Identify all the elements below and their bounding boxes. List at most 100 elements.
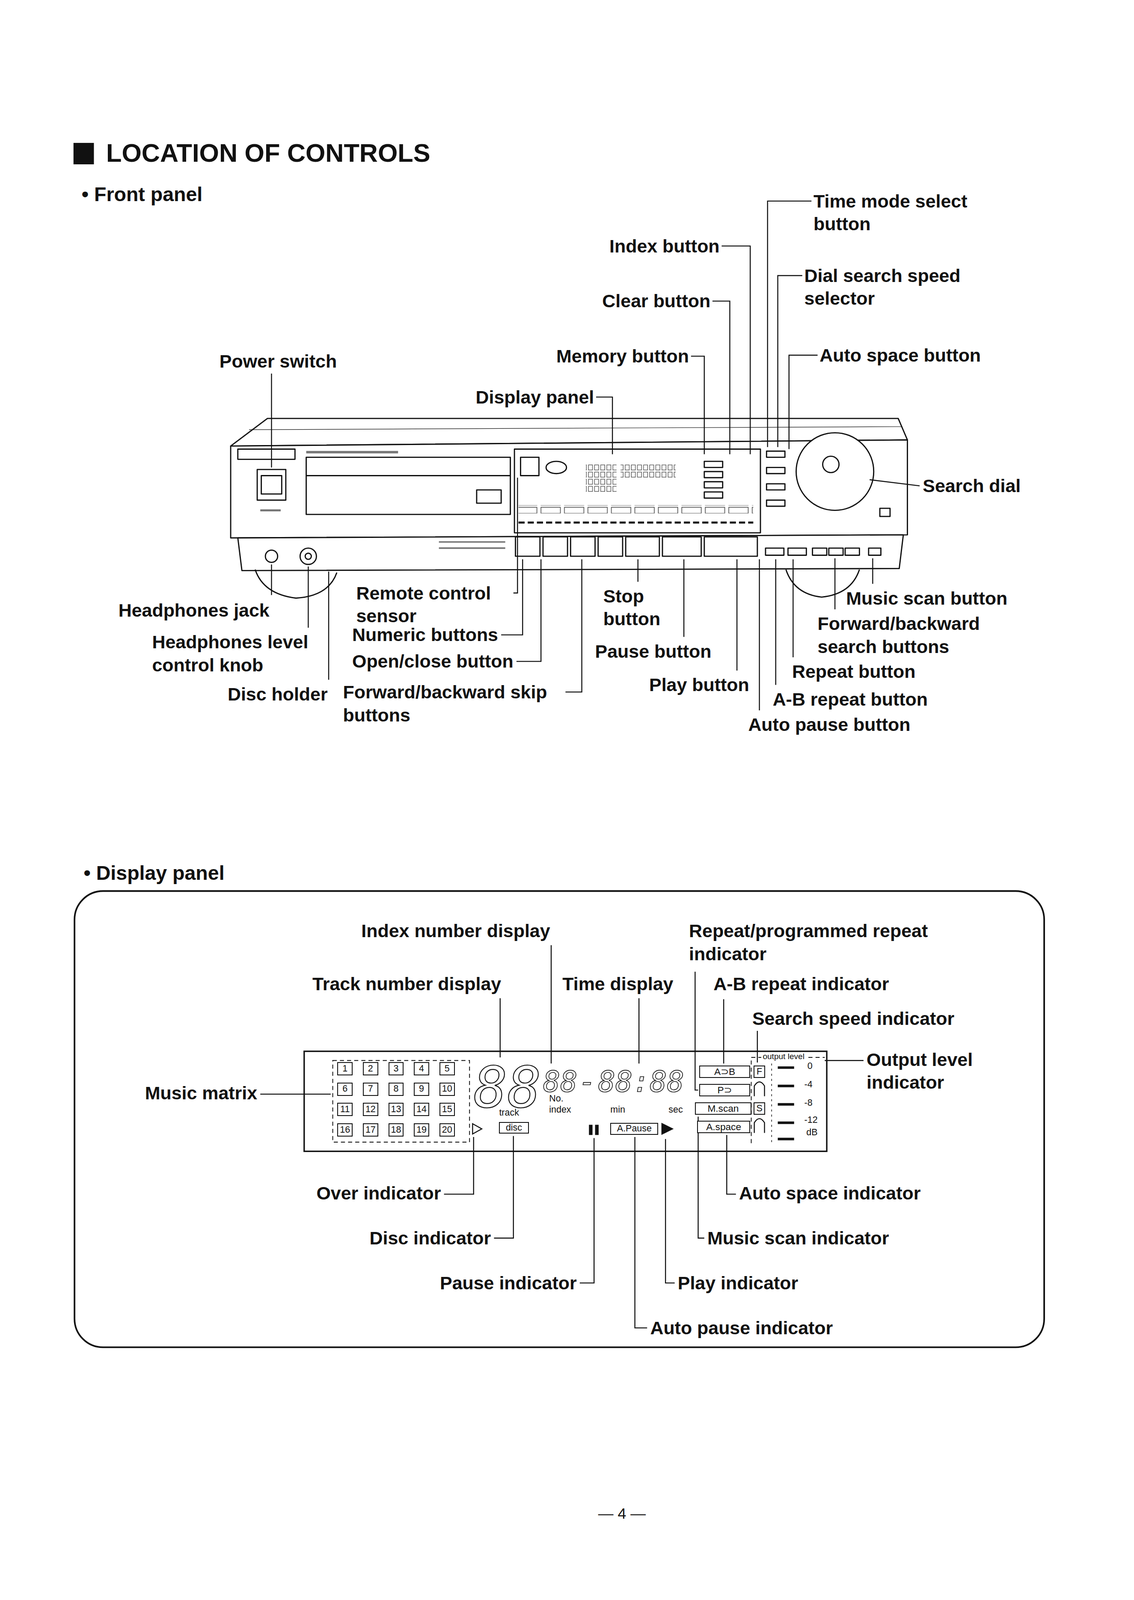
display-panel-drawing — [777, 1137, 795, 1141]
cd-player-drawing — [585, 463, 617, 493]
display-panel-drawing — [771, 1063, 772, 1143]
leader-lines — [513, 477, 518, 594]
leader-lines — [638, 998, 640, 1064]
indicator-text: 7 — [368, 1084, 374, 1094]
callout-label: A-B repeat button — [772, 688, 928, 712]
leader-lines — [499, 998, 501, 1058]
indicator-text: P⊃ — [717, 1085, 732, 1096]
segment-digits: 88:88 — [598, 1067, 685, 1097]
cd-player-drawing — [257, 469, 286, 501]
cd-player-drawing — [704, 492, 723, 499]
callout-label: Pause button — [595, 640, 712, 664]
leader-lines — [328, 571, 330, 680]
cd-player-drawing — [766, 467, 785, 474]
indicator-text: 19 — [416, 1125, 427, 1135]
leader-lines — [550, 945, 552, 1064]
cd-player-drawing — [306, 451, 399, 454]
cd-player-drawing — [845, 548, 860, 556]
cd-player-drawing — [704, 481, 723, 488]
matrix-cell: 7 — [362, 1082, 379, 1096]
callout-label: Music scan button — [846, 587, 1008, 611]
callout-label: Track number display — [312, 972, 502, 996]
callout-label: Headphones level control knob — [151, 630, 324, 677]
leader-lines — [789, 355, 818, 449]
lcd-legend: No. — [549, 1094, 564, 1104]
speed-indicator: F — [753, 1065, 765, 1078]
callout-label: Forward/backward skip buttons — [342, 680, 563, 727]
callout-label: Repeat button — [792, 660, 916, 684]
leader-lines — [260, 201, 920, 1328]
display-panel-drawing — [595, 1124, 599, 1135]
callout-label: Output level indicator — [866, 1048, 995, 1095]
callout-label: Search speed indicator — [752, 1007, 955, 1031]
cd-player-drawing — [439, 547, 506, 550]
display-panel-drawing — [588, 1124, 593, 1135]
leader-lines — [775, 559, 777, 685]
indicator-text: 18 — [391, 1125, 402, 1135]
auto-pause-indicator: A.Pause — [610, 1122, 659, 1135]
cd-player-drawing — [766, 451, 785, 458]
callout-label: Stop button — [603, 584, 667, 631]
indicator-text: F — [756, 1067, 763, 1077]
lcd-legend: sec — [668, 1105, 683, 1115]
matrix-cell: 17 — [362, 1123, 379, 1137]
callout-label: Auto space indicator — [739, 1181, 921, 1206]
segment-digits: - — [578, 1067, 596, 1097]
display-panel-drawing — [74, 890, 1045, 1348]
callout-label: Numeric buttons — [352, 623, 499, 647]
callout-label: Headphones jack — [118, 599, 270, 623]
display-panel-drawing — [777, 1121, 795, 1125]
callout-label: Over indicator — [316, 1181, 441, 1206]
callout-label: Search dial — [922, 474, 1021, 498]
cd-player-drawing — [570, 537, 595, 557]
lcd-legend: -8 — [804, 1098, 813, 1108]
cd-player-drawing — [704, 471, 723, 478]
matrix-cell: 8 — [388, 1082, 404, 1096]
matrix-cell: 18 — [388, 1123, 404, 1137]
callout-label: Music matrix — [145, 1081, 258, 1105]
page-number: — 4 — — [598, 1504, 646, 1523]
cd-player-drawing — [305, 553, 312, 560]
section-heading: • Front panel — [81, 181, 203, 207]
leader-lines — [635, 1136, 648, 1328]
lcd-legend: min — [610, 1105, 626, 1115]
callout-label: Memory button — [556, 344, 689, 369]
leader-lines — [869, 479, 920, 486]
callout-label: Time mode select button — [813, 189, 983, 236]
cd-player-drawing — [439, 541, 506, 544]
lcd-legend: dB — [806, 1128, 818, 1137]
cd-player-drawing — [879, 508, 891, 517]
leader-lines — [307, 566, 309, 628]
leader-lines — [691, 356, 705, 455]
cd-player-drawing — [766, 483, 785, 490]
cd-player-drawing — [237, 448, 296, 460]
cd-player-drawing — [625, 537, 660, 557]
leader-lines — [824, 1059, 864, 1061]
cd-player-drawing — [822, 456, 840, 473]
segment-digits: 88 — [543, 1067, 578, 1097]
leader-lines — [683, 559, 685, 637]
leader-lines — [758, 559, 760, 711]
cd-player-drawing — [518, 505, 754, 514]
display-panel-drawing — [777, 1066, 795, 1069]
matrix-cell: 13 — [388, 1102, 404, 1117]
leader-lines — [565, 559, 582, 692]
display-panel-drawing — [472, 1123, 482, 1134]
indicator-text: 9 — [418, 1084, 425, 1094]
display-panel-drawing — [777, 1084, 795, 1088]
matrix-cell: 9 — [413, 1082, 430, 1096]
cd-player-drawing — [812, 548, 827, 556]
leader-lines — [726, 1134, 736, 1194]
leader-lines — [637, 559, 639, 582]
callout-label: Forward/backward search buttons — [817, 612, 997, 659]
matrix-cell: 11 — [337, 1102, 353, 1117]
callout-label: Repeat/programmed repeat indicator — [688, 919, 939, 966]
leader-lines — [792, 559, 794, 658]
callout-label: Pause indicator — [439, 1271, 577, 1295]
display-panel-drawing — [332, 1060, 470, 1143]
callout-label: Open/close button — [352, 650, 514, 674]
indicator-text: M.scan — [707, 1103, 739, 1114]
indicator-text: A⊃B — [714, 1066, 736, 1077]
cd-player-drawing — [662, 537, 702, 557]
